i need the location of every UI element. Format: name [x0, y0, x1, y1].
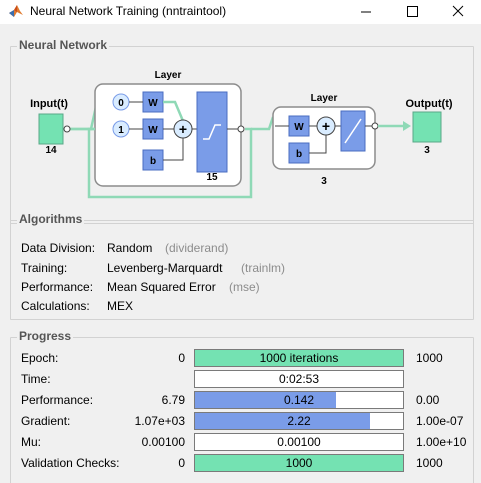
gradient-target-value: 1.00e-07: [416, 414, 464, 428]
validation-checks-progress-bar: 1000: [194, 454, 404, 472]
hidden-output-port: [237, 125, 245, 133]
gradient-current-value: 2.22: [287, 414, 311, 428]
maximize-button[interactable]: [389, 0, 435, 24]
minimize-icon: [361, 11, 371, 13]
neural-network-section-title: Neural Network: [17, 38, 110, 52]
data-division-value: Random: [107, 241, 153, 255]
minimize-button[interactable]: [343, 0, 389, 24]
time-label: Time:: [21, 372, 51, 386]
performance-progress-fill: [195, 392, 337, 408]
mu-progress-bar: 0.00100: [194, 433, 404, 451]
sigmoid-icon: [203, 124, 221, 140]
mu-target-value: 1.00e+10: [416, 435, 467, 449]
performance-target-value: 0.00: [416, 393, 440, 407]
performance-function: (mse): [229, 280, 260, 294]
validation-checks-current-value: 1000: [285, 456, 313, 470]
calculations-label: Calculations:: [21, 299, 90, 313]
maximize-icon: [407, 6, 418, 17]
wire-b-sum: [163, 137, 184, 161]
epoch-progress-fill: [195, 350, 403, 366]
hidden-b-label: b: [150, 156, 156, 167]
wire-ob-sum: [309, 135, 327, 154]
hidden-w2-label: W: [148, 125, 158, 136]
hidden-sum-label: +: [179, 121, 187, 137]
performance-label: Performance:: [21, 280, 94, 294]
delay0-label: 0: [118, 98, 124, 109]
output-sum-label: +: [322, 118, 330, 134]
performance-label: Performance:: [21, 393, 94, 407]
output-w-label: W: [294, 122, 304, 133]
training-function: (trainlm): [241, 261, 285, 275]
neural-network-panel: Neural Network Input(t) 14 Layer 0 1 W W: [10, 38, 474, 224]
performance-value: Mean Squared Error: [107, 280, 216, 294]
epoch-progress-bar: 1000 iterations: [194, 349, 404, 367]
algorithms-section-title: Algorithms: [17, 212, 85, 226]
close-button[interactable]: [435, 0, 481, 24]
algorithms-panel: Algorithms Data Division: Random (divide…: [10, 212, 474, 320]
hidden-w1-label: W: [148, 98, 158, 109]
input-label: Input(t): [30, 98, 68, 110]
output-label: Output(t): [405, 98, 452, 110]
input-node: [38, 113, 64, 145]
gradient-label: Gradient:: [21, 414, 71, 428]
window-client-area: Neural Network Input(t) 14 Layer 0 1 W W: [0, 24, 481, 483]
delay1-label: 1: [118, 125, 124, 136]
time-progress-bar: 0:02:53: [194, 370, 404, 388]
gradient-progress-bar: 2.22: [194, 412, 404, 430]
epoch-current-value: 1000 iterations: [259, 351, 339, 365]
mu-current-value: 0.00100: [277, 435, 321, 449]
performance-current-value: 0.142: [283, 393, 315, 407]
epoch-label: Epoch:: [21, 351, 59, 365]
training-value: Levenberg-Marquardt: [107, 261, 223, 275]
feedback-wire: [87, 127, 253, 199]
output-node: [412, 111, 442, 143]
input-port: [63, 125, 71, 133]
hidden-layer-size: 15: [206, 172, 218, 183]
validation-checks-target-value: 1000: [416, 456, 443, 470]
window-title: Neural Network Training (nntraintool): [30, 4, 227, 18]
output-layer-port: [371, 122, 379, 130]
arrow-to-output: [403, 121, 411, 131]
input-size: 14: [45, 145, 57, 156]
validation-checks-label: Validation Checks:: [21, 456, 120, 470]
linear-icon: [344, 118, 362, 144]
wire-hidden-to-output: [251, 116, 275, 131]
calculations-value: MEX: [107, 299, 134, 313]
title-bar[interactable]: Neural Network Training (nntraintool): [0, 0, 481, 24]
output-layer-size: 3: [321, 176, 327, 187]
mu-label: Mu:: [21, 435, 42, 449]
wire-w1-sum: [163, 100, 185, 122]
data-division-function: (dividerand): [165, 241, 229, 255]
output-size: 3: [424, 145, 430, 156]
time-current-value: 0:02:53: [278, 372, 320, 386]
network-diagram: Input(t) 14 Layer 0 1 W W b: [30, 70, 453, 199]
training-label: Training:: [21, 261, 68, 275]
progress-section-title: Progress: [17, 329, 74, 343]
performance-progress-bar: 0.142: [194, 391, 404, 409]
epoch-start-value: 0: [178, 351, 185, 365]
data-division-label: Data Division:: [21, 241, 96, 255]
gradient-progress-fill: [195, 413, 370, 429]
validation-checks-progress-fill: [195, 455, 403, 471]
close-icon: [452, 5, 464, 17]
matlab-icon: [9, 5, 23, 17]
epoch-target-value: 1000: [416, 351, 443, 365]
output-b-label: b: [296, 149, 302, 160]
performance-start-value: 6.79: [161, 393, 185, 407]
output-layer-title: Layer: [311, 93, 338, 104]
hidden-layer-title: Layer: [155, 70, 182, 81]
gradient-start-value: 1.07e+03: [134, 414, 185, 428]
mu-start-value: 0.00100: [141, 435, 185, 449]
validation-checks-start-value: 0: [178, 456, 185, 470]
